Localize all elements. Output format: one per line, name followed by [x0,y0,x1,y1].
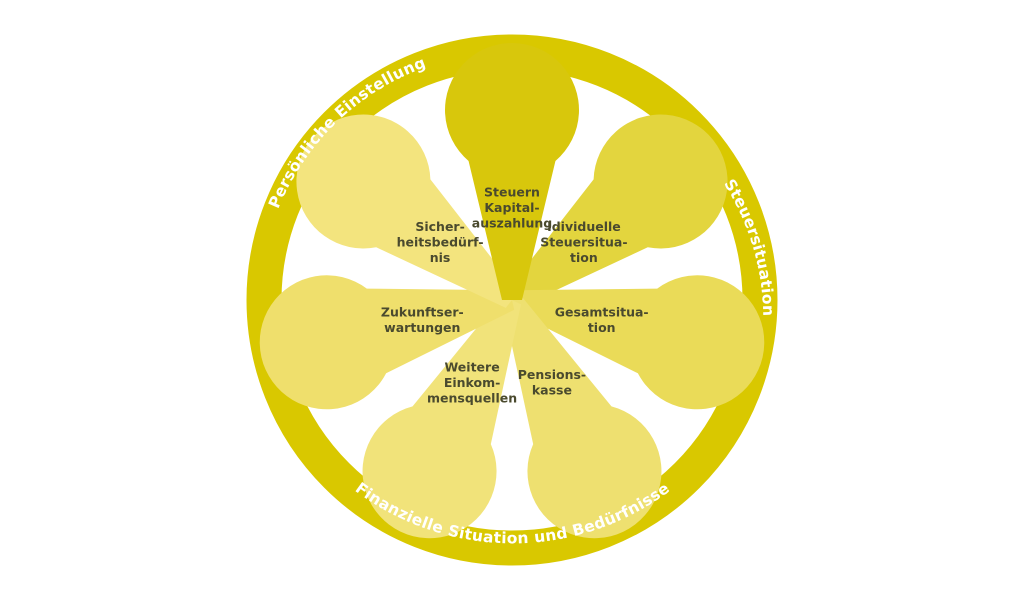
petal-label-line: tion [588,320,616,335]
petal-steuern-kapital-auszahlung [445,42,580,301]
petal-label-line: Steuern [484,185,540,200]
petal-label-line: Weitere [444,359,499,374]
petal-sicher-heitsbedürf-nis [296,114,519,308]
petal-pensions-kasse [502,295,662,539]
petal-label-line: Zukunftser- [381,305,464,320]
petal-label-line: nis [430,250,451,265]
petal-label-line: Steuersitua- [540,235,627,250]
petal-label-pensions-kasse: Pensions-kasse [518,367,586,398]
petal-label-gesamtsitua-tion: Gesamtsitua-tion [555,305,649,336]
petal-label-line: Sicher- [415,219,464,234]
petal-label-line: Kapital- [484,200,539,215]
petal-weitere-einkom-mensquellen [362,295,522,539]
petal-label-line: tion [570,250,598,265]
petal-gesamtsitua-tion [509,275,765,410]
petal-label-line: kasse [532,383,572,398]
petal-label-line: Idividuelle [547,219,621,234]
petal-idividuelle-steuersitua-tion [505,114,728,308]
petal-label-line: Einkom- [444,375,501,390]
petal-label-line: wartungen [384,320,460,335]
petal-label-line: heitsbedürf- [397,235,484,250]
petal-zukunftser-wartungen [259,275,515,410]
petal-label-line: Pensions- [518,367,586,382]
petal-label-line: Gesamtsitua- [555,305,649,320]
petal-label-line: auszahlung [472,216,552,231]
petal-label-sicher-heitsbedürf-nis: Sicher-heitsbedürf-nis [397,219,484,265]
petal-label-line: mensquellen [427,390,517,405]
petal-label-zukunftser-wartungen: Zukunftser-wartungen [381,305,464,336]
